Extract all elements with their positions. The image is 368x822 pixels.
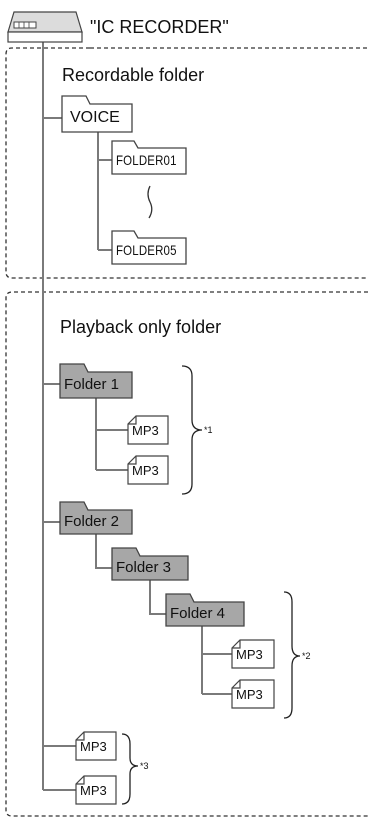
voice-folder-label: VOICE [70, 109, 120, 126]
playback-section-frame [5, 291, 368, 817]
folder01-icon [111, 140, 187, 175]
playback-section-title: Playback only folder [60, 317, 222, 337]
ellipsis-wave-icon [147, 185, 153, 219]
mp3-file-icon [231, 679, 275, 709]
mp3-file-icon [75, 775, 117, 805]
folder3-label: Folder 3 [116, 559, 172, 576]
brace-1-icon [181, 365, 203, 495]
tree-lines [42, 42, 232, 791]
drive-label: "IC RECORDER" [90, 17, 229, 37]
brace-3-icon [121, 733, 139, 805]
mp3-file-label: MP3 [132, 463, 159, 478]
mp3-file-label: MP3 [80, 783, 107, 798]
mp3-file-label: MP3 [236, 687, 263, 702]
folder1-icon [59, 363, 133, 399]
voice-folder-icon [61, 95, 133, 133]
folder4-icon [165, 593, 245, 627]
folder2-icon [59, 501, 133, 535]
mp3-file-icon [75, 731, 117, 761]
folder05-icon [111, 230, 187, 265]
mp3-file-label: MP3 [80, 739, 107, 754]
recordable-section-title: Recordable folder [62, 65, 205, 85]
folder2-label: Folder 2 [64, 513, 120, 530]
mp3-file-label: MP3 [236, 647, 263, 662]
mp3-file-icon [127, 415, 169, 445]
folder05-label: FOLDER05 [116, 242, 177, 258]
mp3-file-icon [231, 639, 275, 669]
folder1-label: Folder 1 [64, 376, 120, 393]
recordable-section-frame [5, 47, 368, 279]
footnote-marker-3: *3 [140, 761, 149, 771]
footnote-marker-1: *1 [204, 425, 213, 435]
drive-icon [7, 11, 83, 43]
footnote-marker-2: *2 [302, 651, 311, 661]
brace-2-icon [283, 591, 301, 719]
mp3-file-label: MP3 [132, 423, 159, 438]
mp3-file-icon [127, 455, 169, 485]
folder3-icon [111, 547, 189, 581]
folder4-label: Folder 4 [170, 605, 226, 622]
folder01-label: FOLDER01 [116, 152, 177, 168]
